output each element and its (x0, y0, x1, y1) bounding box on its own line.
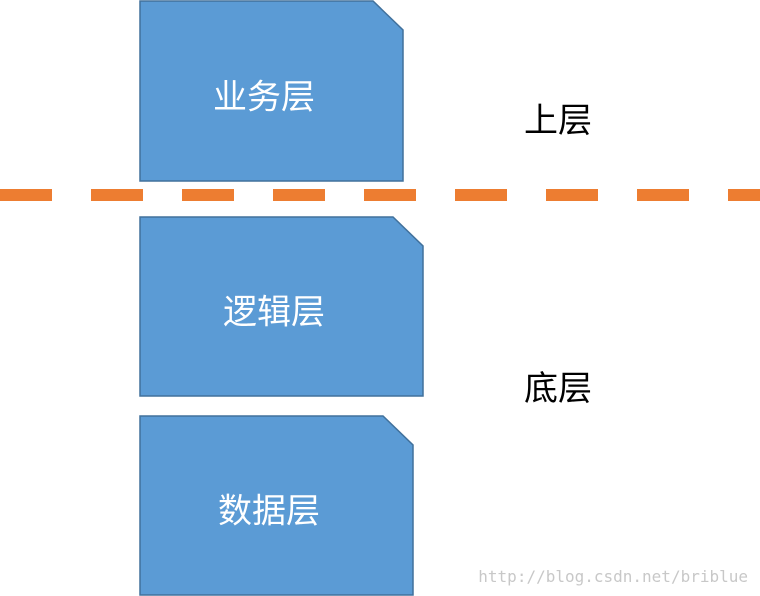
lower-tier-label: 底层 (524, 369, 592, 409)
watermark-text: http://blog.csdn.net/briblue (478, 567, 748, 586)
business-layer-label: 业务层 (213, 78, 315, 118)
logic-layer-box: 逻辑层 (139, 216, 424, 397)
business-layer-box: 业务层 (139, 0, 404, 182)
data-layer-label: 数据层 (218, 492, 320, 532)
data-layer-box: 数据层 (139, 415, 414, 596)
logic-layer-label: 逻辑层 (223, 293, 325, 333)
upper-tier-label: 上层 (524, 101, 592, 141)
